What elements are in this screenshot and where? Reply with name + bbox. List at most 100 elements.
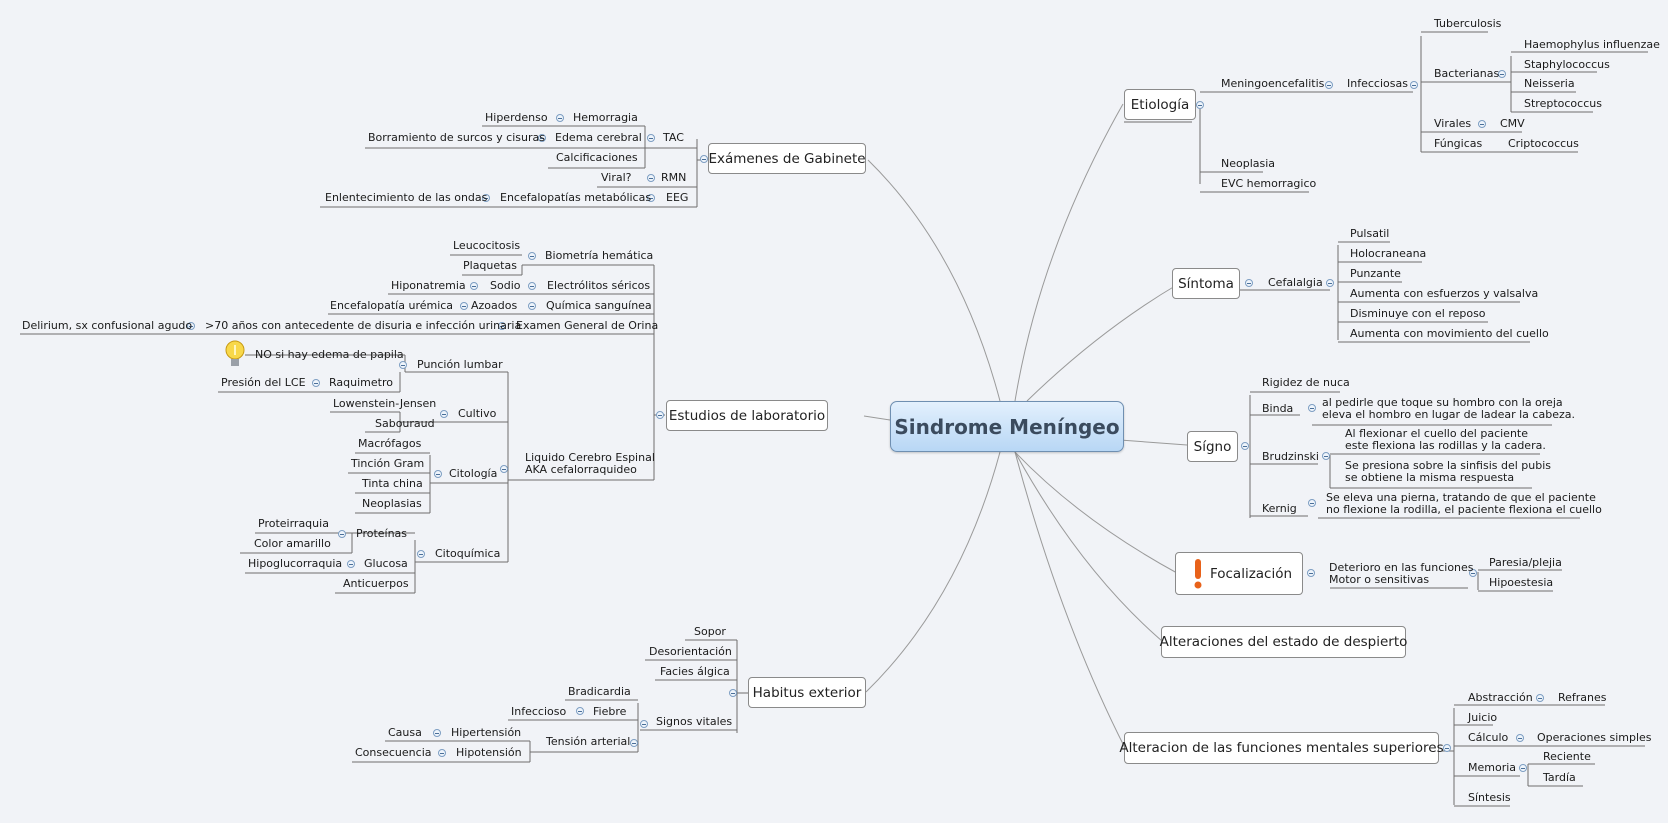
node-kernig-desc-2[interactable]: no flexione la rodilla, el paciente flex…	[1326, 503, 1602, 516]
collapse-toggle[interactable]	[647, 194, 655, 202]
collapse-toggle[interactable]	[528, 252, 536, 260]
node-brud-desc2-2[interactable]: se obtiene la misma respuesta	[1345, 471, 1515, 484]
collapse-toggle[interactable]	[1536, 694, 1544, 702]
node-facies[interactable]: Facies álgica	[660, 665, 730, 678]
node-deterioro-1[interactable]: Deterioro en las funciones	[1329, 561, 1474, 574]
node-tinta[interactable]: Tinta china	[362, 477, 423, 490]
node-electrolitos[interactable]: Electrólitos séricos	[547, 279, 651, 292]
node-causa[interactable]: Causa	[388, 726, 422, 739]
collapse-toggle[interactable]	[1478, 120, 1486, 128]
branch-laboratorio[interactable]: Estudios de laboratorio	[666, 400, 828, 431]
node-raquimetro[interactable]: Raquimetro	[329, 376, 393, 389]
node-disminuye[interactable]: Disminuye con el reposo	[1350, 307, 1486, 320]
node-brud-desc1-2[interactable]: este flexiona las rodillas y la cadera.	[1345, 439, 1546, 452]
node-lowenstein[interactable]: Lowenstein-Jensen	[333, 397, 437, 410]
central-topic[interactable]: Sindrome Meníngeo	[890, 401, 1124, 452]
node-lcr-1[interactable]: Liquido Cerebro Espinal	[525, 451, 655, 464]
node-consecuencia[interactable]: Consecuencia	[355, 746, 432, 759]
node-infecciosas[interactable]: Infecciosas	[1347, 77, 1408, 90]
node-leucocitosis[interactable]: Leucocitosis	[453, 239, 521, 252]
node-hiperdenso[interactable]: Hiperdenso	[485, 111, 548, 124]
node-operaciones[interactable]: Operaciones simples	[1537, 731, 1652, 744]
node-sintesis[interactable]: Síntesis	[1468, 791, 1511, 804]
collapse-toggle[interactable]	[1410, 81, 1418, 89]
node-lcr-2[interactable]: AKA cefalorraquideo	[525, 463, 637, 476]
collapse-toggle[interactable]	[1308, 404, 1316, 412]
node-infeccioso[interactable]: Infeccioso	[511, 705, 567, 718]
node-aumenta-esfuerzos[interactable]: Aumenta con esfuerzos y valsalva	[1350, 287, 1539, 300]
branch-alteraciones[interactable]: Alteraciones del estado de despierto	[1160, 626, 1407, 658]
node-haemophylus[interactable]: Haemophylus influenzae	[1524, 38, 1660, 51]
collapse-toggle[interactable]	[460, 302, 468, 310]
node-streptococcus[interactable]: Streptococcus	[1524, 97, 1602, 110]
node-brudzinski[interactable]: Brudzinski	[1262, 450, 1319, 463]
collapse-toggle[interactable]	[500, 465, 508, 473]
collapse-toggle[interactable]	[729, 689, 737, 697]
collapse-toggle[interactable]	[338, 530, 346, 538]
collapse-toggle[interactable]	[470, 282, 478, 290]
node-abstraccion[interactable]: Abstracción	[1468, 691, 1533, 704]
collapse-toggle[interactable]	[640, 720, 648, 728]
node-sopor[interactable]: Sopor	[694, 625, 726, 638]
collapse-toggle[interactable]	[630, 739, 638, 747]
node-memoria[interactable]: Memoria	[1468, 761, 1517, 774]
node-punzante[interactable]: Punzante	[1350, 267, 1401, 280]
node-rmn[interactable]: RMN	[661, 171, 687, 184]
node-enlentecimiento[interactable]: Enlentecimiento de las ondas	[325, 191, 488, 204]
collapse-toggle[interactable]	[399, 361, 407, 369]
node-fungicas[interactable]: Fúngicas	[1434, 137, 1483, 150]
collapse-toggle[interactable]	[434, 470, 442, 478]
node-brud-desc1-1[interactable]: Al flexionar el cuello del paciente	[1345, 427, 1529, 440]
node-quimica[interactable]: Química sanguínea	[546, 299, 652, 312]
collapse-toggle[interactable]	[1443, 744, 1451, 752]
node-macrofagos[interactable]: Macrófagos	[358, 437, 422, 450]
collapse-toggle[interactable]	[556, 114, 564, 122]
node-citologia[interactable]: Citología	[449, 467, 498, 480]
node-binda[interactable]: Binda	[1262, 402, 1294, 415]
branch-etiologia[interactable]: Etiología	[1124, 89, 1196, 120]
node-tac[interactable]: TAC	[663, 131, 684, 144]
node-plaquetas[interactable]: Plaquetas	[463, 259, 517, 272]
collapse-toggle[interactable]	[576, 707, 584, 715]
node-neoplasias[interactable]: Neoplasias	[362, 497, 422, 510]
collapse-toggle[interactable]	[440, 410, 448, 418]
node-hemorragia[interactable]: Hemorragia	[573, 111, 638, 124]
collapse-toggle[interactable]	[1326, 279, 1334, 287]
node-juicio[interactable]: Juicio	[1468, 711, 1498, 724]
collapse-toggle[interactable]	[1516, 734, 1524, 742]
node-tension[interactable]: Tensión arterial	[546, 735, 631, 748]
node-edema[interactable]: Edema cerebral	[555, 131, 642, 144]
node-presion[interactable]: Presión del LCE	[221, 376, 306, 389]
node-no-edema[interactable]: NO si hay edema de papila	[255, 348, 404, 361]
node-cefalalgia[interactable]: Cefalalgia	[1268, 276, 1323, 289]
node-sodio[interactable]: Sodio	[490, 279, 521, 292]
node-holocraneana[interactable]: Holocraneana	[1350, 247, 1427, 260]
node-binda-desc-2[interactable]: eleva el hombro en lugar de ladear la ca…	[1322, 408, 1575, 421]
node-color[interactable]: Color amarillo	[254, 537, 331, 550]
node-deterioro-2[interactable]: Motor o sensitivas	[1329, 573, 1430, 586]
node-encefalopatias[interactable]: Encefalopatías metabólicas	[500, 191, 652, 204]
node-aumenta-cuello[interactable]: Aumenta con movimiento del cuello	[1350, 327, 1549, 340]
node-proteinas[interactable]: Proteínas	[356, 527, 408, 540]
node-criptococcus[interactable]: Criptococcus	[1508, 137, 1579, 150]
node-bradicardia[interactable]: Bradicardia	[568, 685, 631, 698]
node-bacterianas[interactable]: Bacterianas	[1434, 67, 1500, 80]
collapse-toggle[interactable]	[417, 550, 425, 558]
node-glucosa[interactable]: Glucosa	[364, 557, 408, 570]
node-citoquimica[interactable]: Citoquímica	[435, 547, 501, 560]
node-virales[interactable]: Virales	[1434, 117, 1472, 130]
collapse-toggle[interactable]	[438, 749, 446, 757]
node-pulsatil[interactable]: Pulsatil	[1350, 227, 1390, 240]
collapse-toggle[interactable]	[433, 729, 441, 737]
collapse-toggle[interactable]	[187, 322, 195, 330]
node-cultivo[interactable]: Cultivo	[458, 407, 497, 420]
node-paresia[interactable]: Paresia/plejia	[1489, 556, 1562, 569]
node-brud-desc2-1[interactable]: Se presiona sobre la sinfisis del pubis	[1345, 459, 1552, 472]
collapse-toggle[interactable]	[528, 302, 536, 310]
collapse-toggle[interactable]	[1196, 101, 1204, 109]
collapse-toggle[interactable]	[700, 155, 708, 163]
node-kernig[interactable]: Kernig	[1262, 502, 1297, 515]
branch-signo[interactable]: Sígno	[1187, 431, 1238, 462]
collapse-toggle[interactable]	[656, 411, 664, 419]
collapse-toggle[interactable]	[1241, 442, 1249, 450]
